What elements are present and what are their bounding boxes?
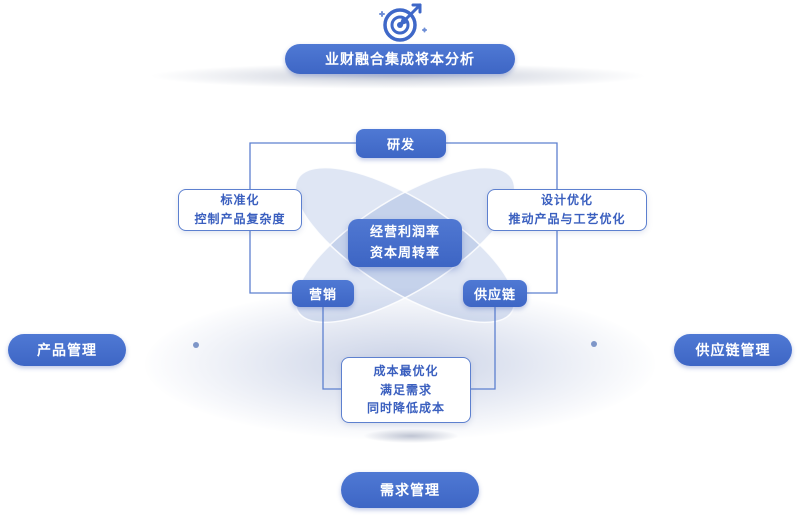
node-standardization: 标准化 控制产品复杂度: [178, 189, 302, 231]
connectors: [249, 142, 558, 390]
node-marketing: 营销: [292, 280, 354, 307]
center-metric-line2: 资本周转率: [369, 245, 440, 260]
target-icon: [376, 0, 428, 46]
demand-shadow-ellipse: [364, 429, 458, 443]
cost-optimization-line3: 同时降低成本: [366, 401, 445, 416]
node-design-optimization: 设计优化 推动产品与工艺优化: [487, 189, 647, 231]
node-supply-chain: 供应链: [463, 280, 527, 307]
cost-optimization-line1: 成本最优化: [373, 364, 439, 379]
node-standardization-line1: 标准化: [220, 193, 260, 208]
cost-optimization-line2: 满足需求: [379, 382, 432, 397]
label-supply-chain-management: 供应链管理: [674, 334, 792, 366]
center-metric-line1: 经营利润率: [369, 224, 440, 240]
node-cost-optimization: 成本最优化 满足需求 同时降低成本: [341, 357, 471, 423]
label-product-management: 产品管理: [8, 334, 126, 366]
page-title: 业财融合集成将本分析: [285, 44, 515, 74]
node-center-metrics: 经营利润率 资本周转率: [348, 219, 462, 267]
node-design-optimization-line2: 推动产品与工艺优化: [508, 212, 626, 226]
node-standardization-line2: 控制产品复杂度: [194, 212, 286, 226]
node-design-optimization-line1: 设计优化: [540, 193, 593, 208]
label-demand-management: 需求管理: [341, 472, 479, 508]
right-dot: [591, 341, 597, 347]
node-rd: 研发: [356, 129, 446, 158]
left-dot: [193, 342, 199, 348]
